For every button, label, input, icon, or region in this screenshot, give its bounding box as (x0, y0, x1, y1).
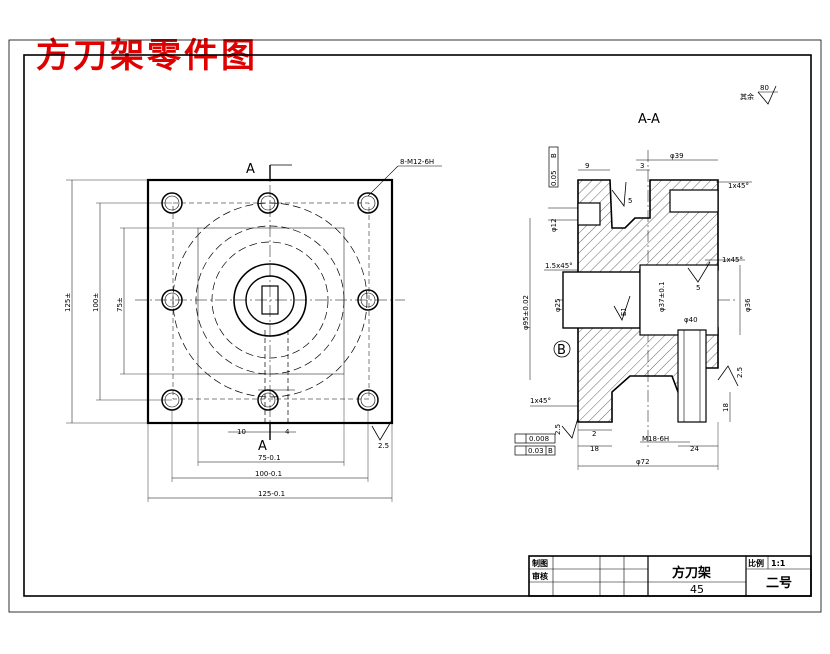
section-mark-bottom: A (258, 439, 267, 454)
section-view: A-A 9 φ39 3 1x45° 5 0.05 B φ12 (514, 112, 752, 470)
perp-datum: B (548, 447, 553, 455)
front-roughness: 2.5 (378, 442, 389, 450)
dim-36: φ36 (744, 298, 752, 312)
dim-39: φ39 (670, 152, 684, 160)
front-view: A A 8-M12-6H 125± 100± 75± 10 4 75-0.1 1… (64, 158, 442, 502)
perp-value: 0.03 (528, 447, 544, 455)
bolt-holes (161, 192, 379, 411)
section-label: A-A (638, 112, 660, 127)
dim-4: 4 (285, 428, 290, 436)
roughness-other-label: 其余 (740, 92, 754, 101)
parallel-top-datum: B (550, 153, 558, 158)
thread-note: 8-M12-6H (400, 158, 434, 166)
title-block (528, 555, 812, 597)
dim-125-horizontal: 125-0.1 (258, 490, 285, 498)
dim-75-horizontal: 75-0.1 (258, 454, 281, 462)
inner-frame (23, 54, 812, 597)
dim-100-vertical: 100± (92, 293, 100, 312)
dim-2: 2 (592, 430, 596, 438)
dim-12: φ12 (550, 218, 558, 232)
tb-scale-label: 比例 (748, 558, 764, 568)
dim-37: φ37±0.1 (658, 281, 666, 312)
roughness-5-mid: 5 (696, 284, 700, 292)
dim-24: 24 (690, 445, 699, 453)
flatness-value: 0.008 (529, 435, 549, 443)
dim-95: φ95±0.02 (522, 295, 530, 330)
dim-100-horizontal: 100-0.1 (255, 470, 282, 478)
tb-material: 45 (690, 583, 704, 596)
roughness-other-value: 80 (760, 84, 769, 92)
section-mark-top: A (246, 162, 255, 177)
dim-3: 3 (640, 162, 644, 170)
thread-m18: M18-6H (642, 435, 669, 443)
dim-40: φ40 (684, 316, 698, 324)
roughness-5-top: 5 (628, 197, 632, 205)
dim-72: φ72 (636, 458, 650, 466)
chamfer-left: 1.5x45° (545, 262, 573, 270)
outer-frame (8, 39, 822, 613)
chamfer-bottom: 1x45° (530, 397, 551, 405)
tb-sheet: 二号 (766, 576, 792, 591)
dim-10: 10 (237, 428, 246, 436)
roughness-25-right: 2.5 (736, 367, 744, 378)
dim-75-vertical: 75± (116, 297, 124, 312)
dim-25: φ25 (554, 298, 562, 312)
parallel-top: 0.05 (550, 170, 558, 186)
roughness-25-left: 2.5 (554, 424, 562, 435)
tb-part-name: 方刀架 (672, 565, 711, 581)
tb-scale-value: 1:1 (771, 559, 786, 568)
roughness-e1: E1 (620, 307, 628, 316)
tb-drawn-by: 制图 (532, 558, 548, 568)
drawing-title: 方刀架零件图 (36, 36, 258, 76)
tb-checked-by: 审核 (532, 571, 548, 581)
dim-9: 9 (585, 162, 589, 170)
chamfer-top: 1x45° (728, 182, 749, 190)
dim-125-vertical: 125± (64, 293, 72, 312)
datum-b: B (557, 343, 566, 358)
dim-18-right: 18 (722, 403, 730, 412)
dim-18: 18 (590, 445, 599, 453)
roughness-other-symbol: 其余 80 (740, 84, 778, 105)
